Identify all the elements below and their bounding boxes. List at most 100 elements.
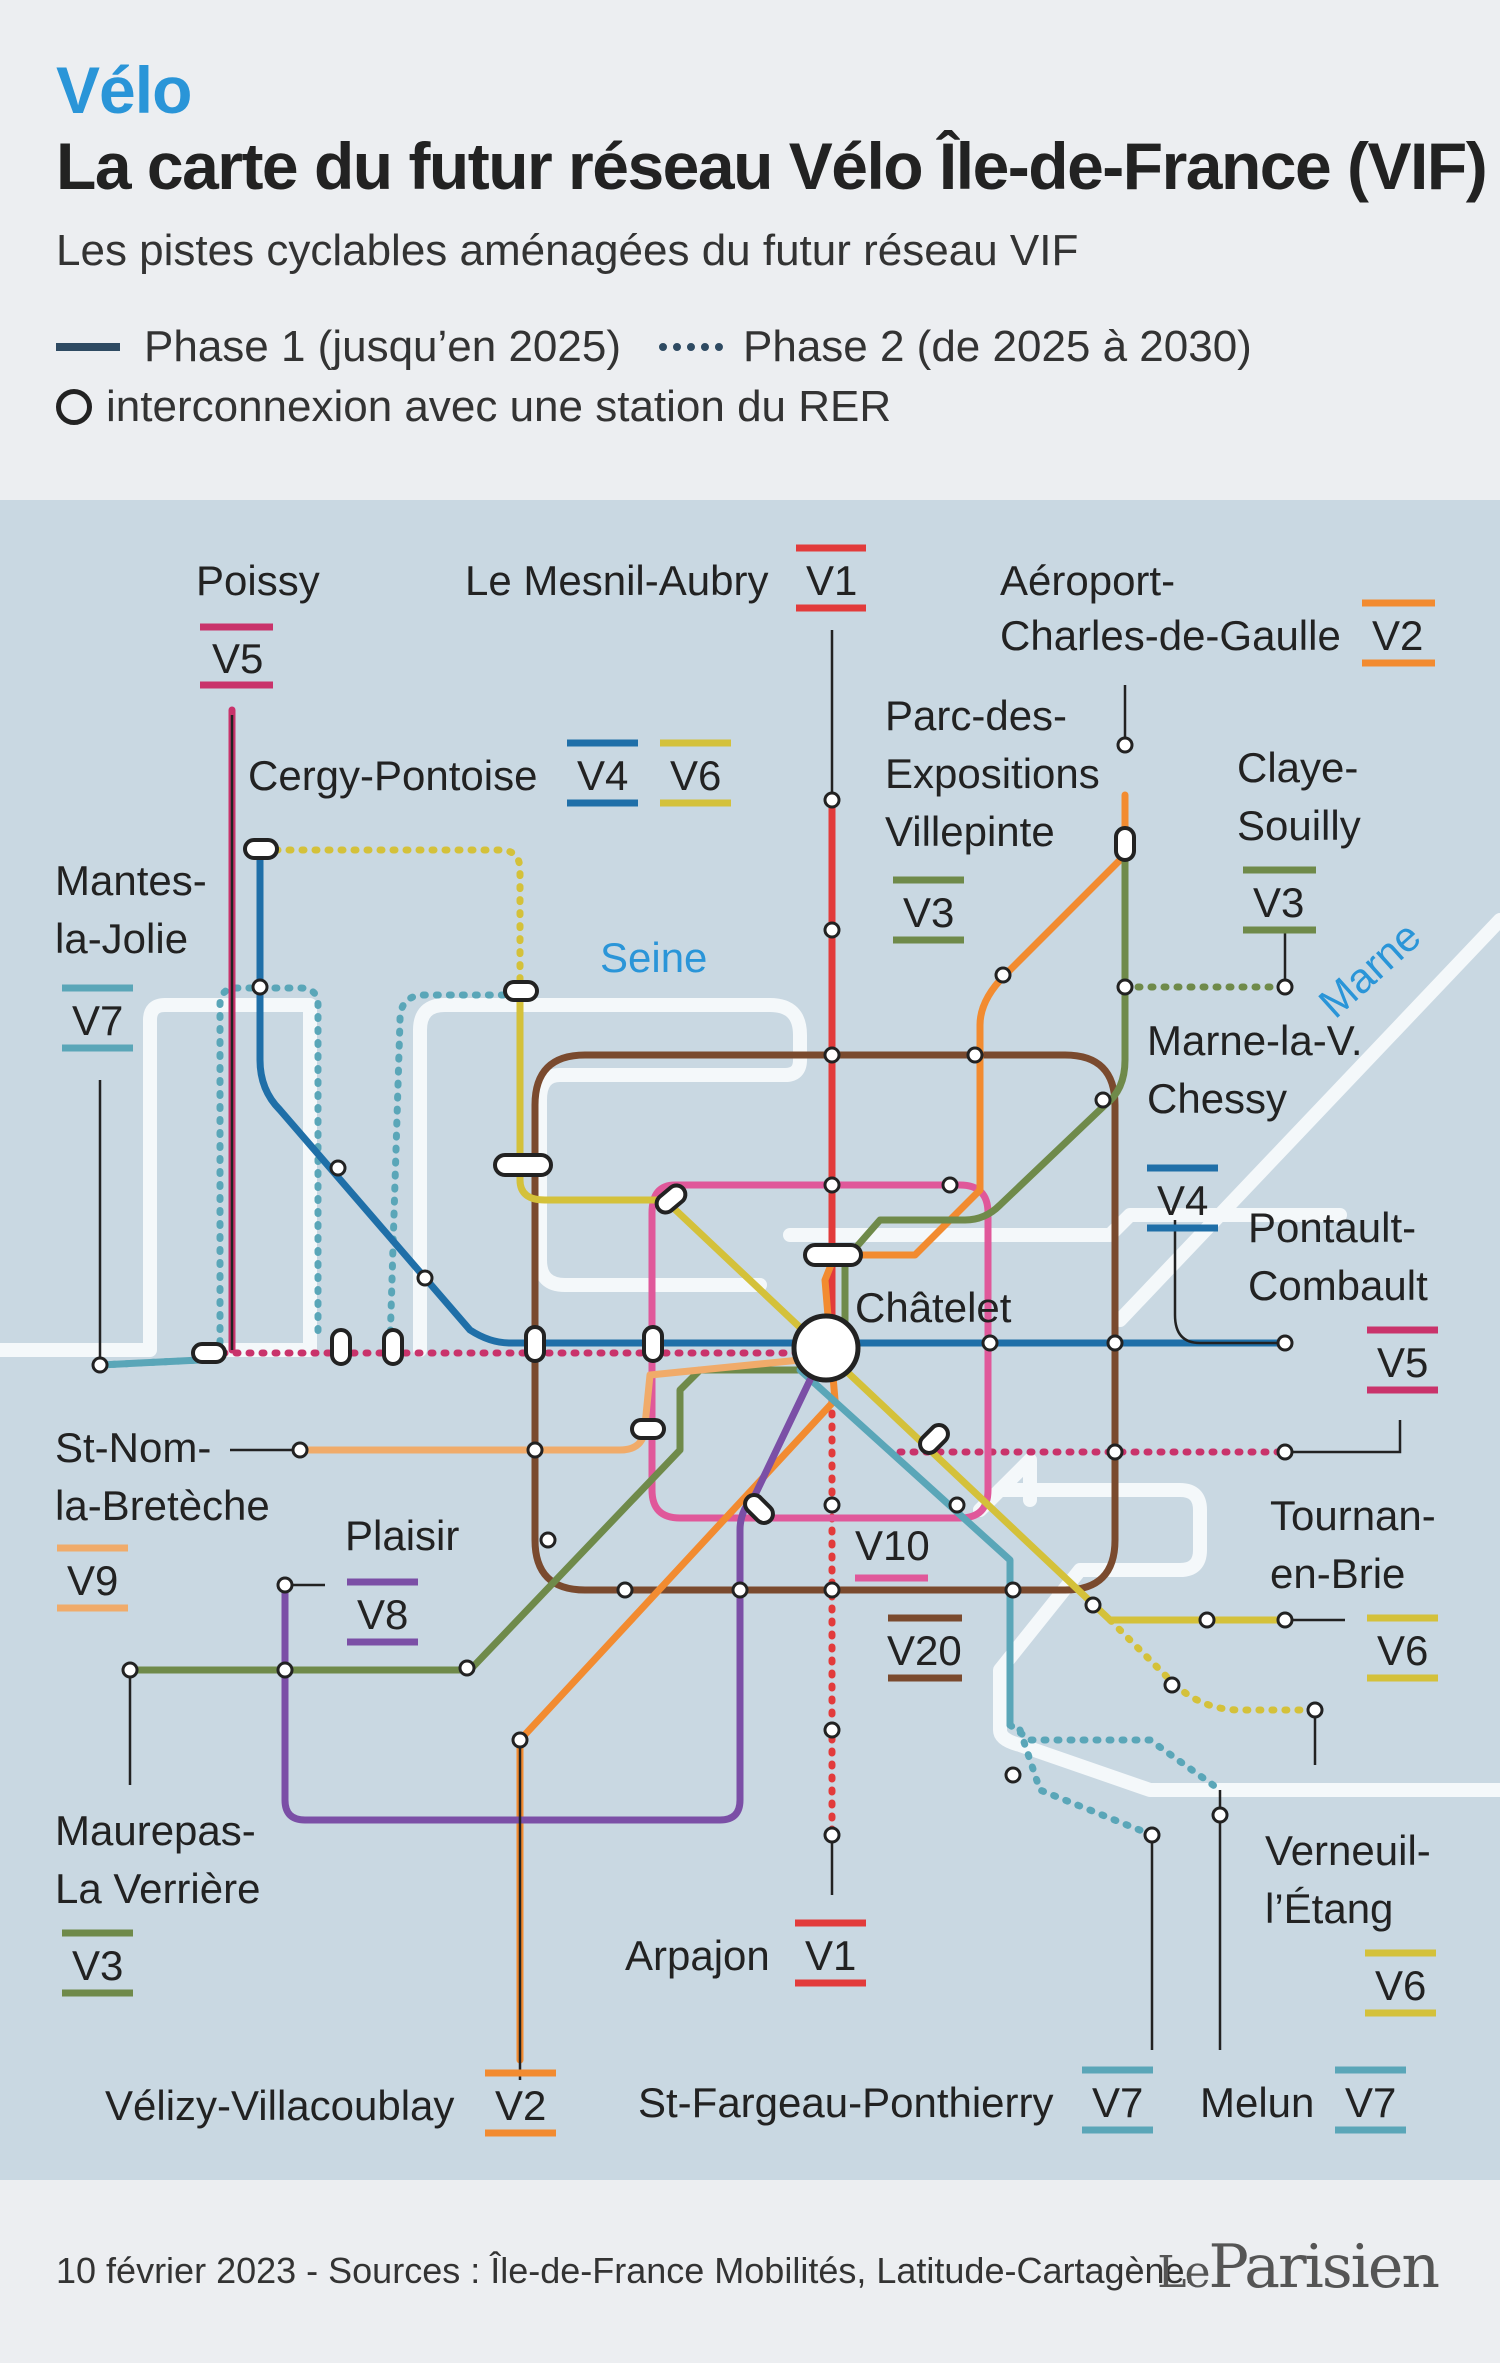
rer-pill bbox=[1114, 826, 1136, 862]
phase2-swatch bbox=[659, 343, 723, 351]
station bbox=[823, 1826, 841, 1844]
label-pontault-1: Pontault- bbox=[1248, 1204, 1416, 1251]
svg-text:V3: V3 bbox=[72, 1942, 123, 1989]
badge-v6-tournan: V6 bbox=[1367, 1614, 1438, 1682]
station bbox=[823, 921, 841, 939]
label-mantes-1: Mantes- bbox=[55, 857, 207, 904]
station bbox=[1211, 1806, 1229, 1824]
seine-river-south2 bbox=[973, 1453, 1037, 1517]
badge-v5-pontault: V5 bbox=[1367, 1326, 1438, 1394]
station bbox=[994, 966, 1012, 984]
station bbox=[1004, 1581, 1022, 1599]
label-st-nom-1: St-Nom- bbox=[55, 1424, 211, 1471]
station bbox=[511, 1731, 529, 1749]
rer-pill bbox=[330, 1328, 352, 1366]
svg-text:V3: V3 bbox=[1253, 879, 1304, 926]
brand-name: Parisien bbox=[1208, 2232, 1440, 2302]
station bbox=[1116, 736, 1134, 754]
rer-pill bbox=[630, 1418, 666, 1440]
legend-phase1: Phase 1 (jusqu’en 2025) bbox=[144, 322, 621, 371]
rer-pill bbox=[918, 1423, 950, 1455]
chatelet-label: Châtelet bbox=[855, 1284, 1012, 1331]
station bbox=[1143, 1826, 1161, 1844]
svg-text:V3: V3 bbox=[903, 889, 954, 936]
badge-v1-north: V1 bbox=[796, 544, 866, 612]
rer-pill bbox=[654, 1183, 688, 1215]
svg-text:V9: V9 bbox=[67, 1557, 118, 1604]
badge-v3-parc-expo: V3 bbox=[893, 876, 964, 944]
label-verneuil-1: Verneuil- bbox=[1265, 1827, 1431, 1874]
label-parc-expo-3: Villepinte bbox=[885, 808, 1055, 855]
station bbox=[941, 1176, 959, 1194]
rer-pill bbox=[493, 1153, 553, 1177]
station bbox=[731, 1581, 749, 1599]
v7-phase2-loop bbox=[386, 991, 509, 1349]
label-maurepas-2: La Verrière bbox=[55, 1865, 260, 1912]
badge-v3-claye: V3 bbox=[1243, 866, 1316, 934]
badge-v6-cergy: V6 bbox=[660, 739, 731, 807]
svg-text:V2: V2 bbox=[1372, 612, 1423, 659]
label-poissy: Poissy bbox=[196, 557, 320, 604]
svg-text:V6: V6 bbox=[1377, 1627, 1428, 1674]
station bbox=[1106, 1334, 1124, 1352]
rer-pill bbox=[503, 980, 539, 1002]
label-velizy: Vélizy-Villacoublay bbox=[105, 2082, 454, 2129]
label-mantes-2: la-Jolie bbox=[55, 915, 188, 962]
rer-pill bbox=[803, 1243, 863, 1267]
station bbox=[1198, 1611, 1216, 1629]
svg-text:V7: V7 bbox=[1345, 2079, 1396, 2126]
station bbox=[1163, 1676, 1181, 1694]
label-tournan-1: Tournan- bbox=[1270, 1492, 1436, 1539]
station bbox=[1116, 978, 1134, 996]
badge-v7-mantes: V7 bbox=[62, 984, 133, 1052]
page-title: La carte du futur réseau Vélo Île-de-Fra… bbox=[56, 129, 1488, 203]
label-claye-2: Souilly bbox=[1237, 802, 1361, 849]
marne-river bbox=[1113, 913, 1500, 1327]
network-map: Seine Marne bbox=[0, 500, 1500, 2180]
rivers bbox=[0, 913, 1500, 1797]
v7-phase2-south bbox=[1006, 1721, 1224, 1839]
svg-text:V6: V6 bbox=[1375, 1962, 1426, 2009]
label-plaisir: Plaisir bbox=[345, 1512, 459, 1559]
station bbox=[823, 1721, 841, 1739]
svg-text:V1: V1 bbox=[805, 1932, 856, 1979]
seine-river bbox=[0, 998, 807, 1357]
kicker: Vélo bbox=[56, 53, 192, 127]
badge-v8: V8 bbox=[347, 1578, 418, 1646]
v6-line bbox=[516, 986, 1289, 1624]
badge-v7-st-fargeau: V7 bbox=[1082, 2066, 1153, 2134]
label-maurepas-1: Maurepas- bbox=[55, 1807, 256, 1854]
badge-v6-verneuil: V6 bbox=[1365, 1949, 1436, 2017]
station bbox=[251, 978, 269, 996]
v8-line bbox=[281, 1376, 814, 1824]
svg-text:V2: V2 bbox=[495, 2082, 546, 2129]
svg-text:V8: V8 bbox=[357, 1591, 408, 1638]
station bbox=[981, 1334, 999, 1352]
badge-v3-maurepas: V3 bbox=[62, 1929, 133, 1997]
badge-v5-poissy: V5 bbox=[200, 623, 273, 689]
badge-v2-north: V2 bbox=[1362, 599, 1435, 667]
legend-rer-label: interconnexion avec une station du RER bbox=[106, 382, 892, 431]
station bbox=[823, 1581, 841, 1599]
svg-text:V7: V7 bbox=[72, 997, 123, 1044]
legend-phases: Phase 1 (jusqu’en 2025) Phase 2 (de 2025… bbox=[56, 322, 1252, 372]
station bbox=[1106, 1443, 1124, 1461]
station bbox=[1276, 1443, 1294, 1461]
phase1-swatch bbox=[56, 343, 120, 351]
label-parc-expo-1: Parc-des- bbox=[885, 692, 1067, 739]
badge-v10: V10 bbox=[855, 1522, 930, 1582]
badge-v7-melun: V7 bbox=[1335, 2066, 1406, 2134]
svg-text:V4: V4 bbox=[577, 752, 628, 799]
badge-v4-cergy: V4 bbox=[567, 739, 638, 807]
legend-phase2: Phase 2 (de 2025 à 2030) bbox=[743, 322, 1252, 371]
seine-river-south bbox=[993, 1483, 1500, 1797]
label-marne-la-v-2: Chessy bbox=[1147, 1075, 1287, 1122]
badge-v9: V9 bbox=[57, 1544, 128, 1612]
station bbox=[1084, 1596, 1102, 1614]
station bbox=[1004, 1766, 1022, 1784]
label-aeroport-2: Charles-de-Gaulle bbox=[1000, 612, 1341, 659]
station bbox=[1276, 1611, 1294, 1629]
chatelet-hub bbox=[791, 1313, 861, 1383]
station bbox=[329, 1159, 347, 1177]
station bbox=[1306, 1701, 1324, 1719]
